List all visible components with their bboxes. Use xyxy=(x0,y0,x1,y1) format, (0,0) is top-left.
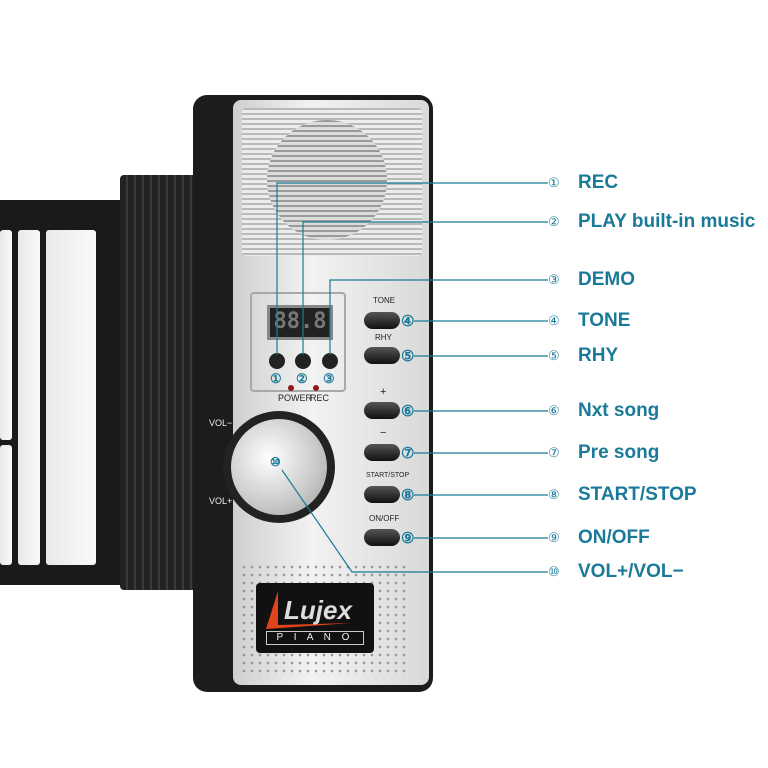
callout-label-rhy: RHY xyxy=(578,345,619,366)
callout-num: ⑩ xyxy=(548,564,560,579)
callout-line xyxy=(276,182,548,355)
tone-button[interactable] xyxy=(364,312,400,329)
callout-num: ④ xyxy=(401,313,415,330)
callout-num: ⑩ xyxy=(270,455,281,469)
callout-num: ⑥ xyxy=(401,403,415,420)
callout-num: ② xyxy=(296,371,308,386)
speaker-icon xyxy=(267,120,387,240)
prev-song-button[interactable] xyxy=(364,444,400,461)
logo-brand-text: Lujex xyxy=(284,595,353,625)
start-stop-button[interactable] xyxy=(364,486,400,503)
callout-label-next-song: Nxt song xyxy=(578,400,660,421)
piano-key xyxy=(0,230,12,440)
callout-num: ④ xyxy=(548,313,560,328)
callout-line xyxy=(281,469,548,573)
callout-num: ⑨ xyxy=(548,530,560,545)
volume-knob[interactable] xyxy=(231,419,327,515)
rec-button[interactable] xyxy=(269,353,285,369)
next-song-button[interactable] xyxy=(364,402,400,419)
callout-label-rec: REC xyxy=(578,172,619,193)
piano-key xyxy=(46,230,96,565)
callout-num: ⑦ xyxy=(548,445,560,460)
rollup-keyboard xyxy=(0,200,135,585)
callout-num: ⑦ xyxy=(401,445,415,462)
callout-num: ⑨ xyxy=(401,530,415,547)
rhy-button[interactable] xyxy=(364,347,400,364)
callout-num: ⑤ xyxy=(548,348,560,363)
piano-key xyxy=(18,230,40,565)
callout-label-play: PLAY built-in music xyxy=(578,211,756,232)
demo-button[interactable] xyxy=(322,353,338,369)
keyboard-fold xyxy=(120,175,200,590)
rec-label: REC xyxy=(310,393,330,403)
minus-label: − xyxy=(380,427,387,439)
callout-label-tone: TONE xyxy=(578,310,631,331)
rec-led xyxy=(313,385,319,391)
callout-num: ③ xyxy=(548,272,560,287)
callout-num: ⑤ xyxy=(401,348,415,365)
callout-num: ③ xyxy=(323,371,335,386)
vol-minus-label: VOL− xyxy=(209,418,233,428)
callout-label-on-off: ON/OFF xyxy=(578,527,650,548)
power-led xyxy=(288,385,294,391)
callout-label-start-stop: START/STOP xyxy=(578,484,697,505)
vol-plus-label: VOL+ xyxy=(209,496,233,506)
callout-line xyxy=(302,221,548,355)
callout-label-prev-song: Pre song xyxy=(578,442,660,463)
rhy-label: RHY xyxy=(375,333,392,342)
on-off-button[interactable] xyxy=(364,529,400,546)
logo-sub: P I A N O xyxy=(266,631,364,645)
callout-label-volume: VOL+/VOL− xyxy=(578,561,684,582)
play-button[interactable] xyxy=(295,353,311,369)
callout-num: ① xyxy=(270,371,282,386)
power-label: POWER xyxy=(278,393,313,403)
brand-logo: Lujex P I A N O xyxy=(256,583,374,653)
callout-label-demo: DEMO xyxy=(578,269,635,290)
display-box xyxy=(250,292,346,392)
logo-swoosh-icon: Lujex xyxy=(266,591,353,629)
start-stop-label: START/STOP xyxy=(366,472,410,479)
callout-num: ⑧ xyxy=(548,487,560,502)
callout-num: ① xyxy=(548,175,560,190)
callout-line xyxy=(329,279,548,355)
tone-label: TONE xyxy=(373,296,396,305)
lcd-display: 88.8 xyxy=(267,305,333,340)
piano-key xyxy=(0,445,12,565)
on-off-label: ON/OFF xyxy=(369,514,400,523)
plus-label: + xyxy=(380,386,387,398)
callout-num: ② xyxy=(548,214,560,229)
callout-num: ⑥ xyxy=(548,403,560,418)
callout-num: ⑧ xyxy=(401,487,415,504)
